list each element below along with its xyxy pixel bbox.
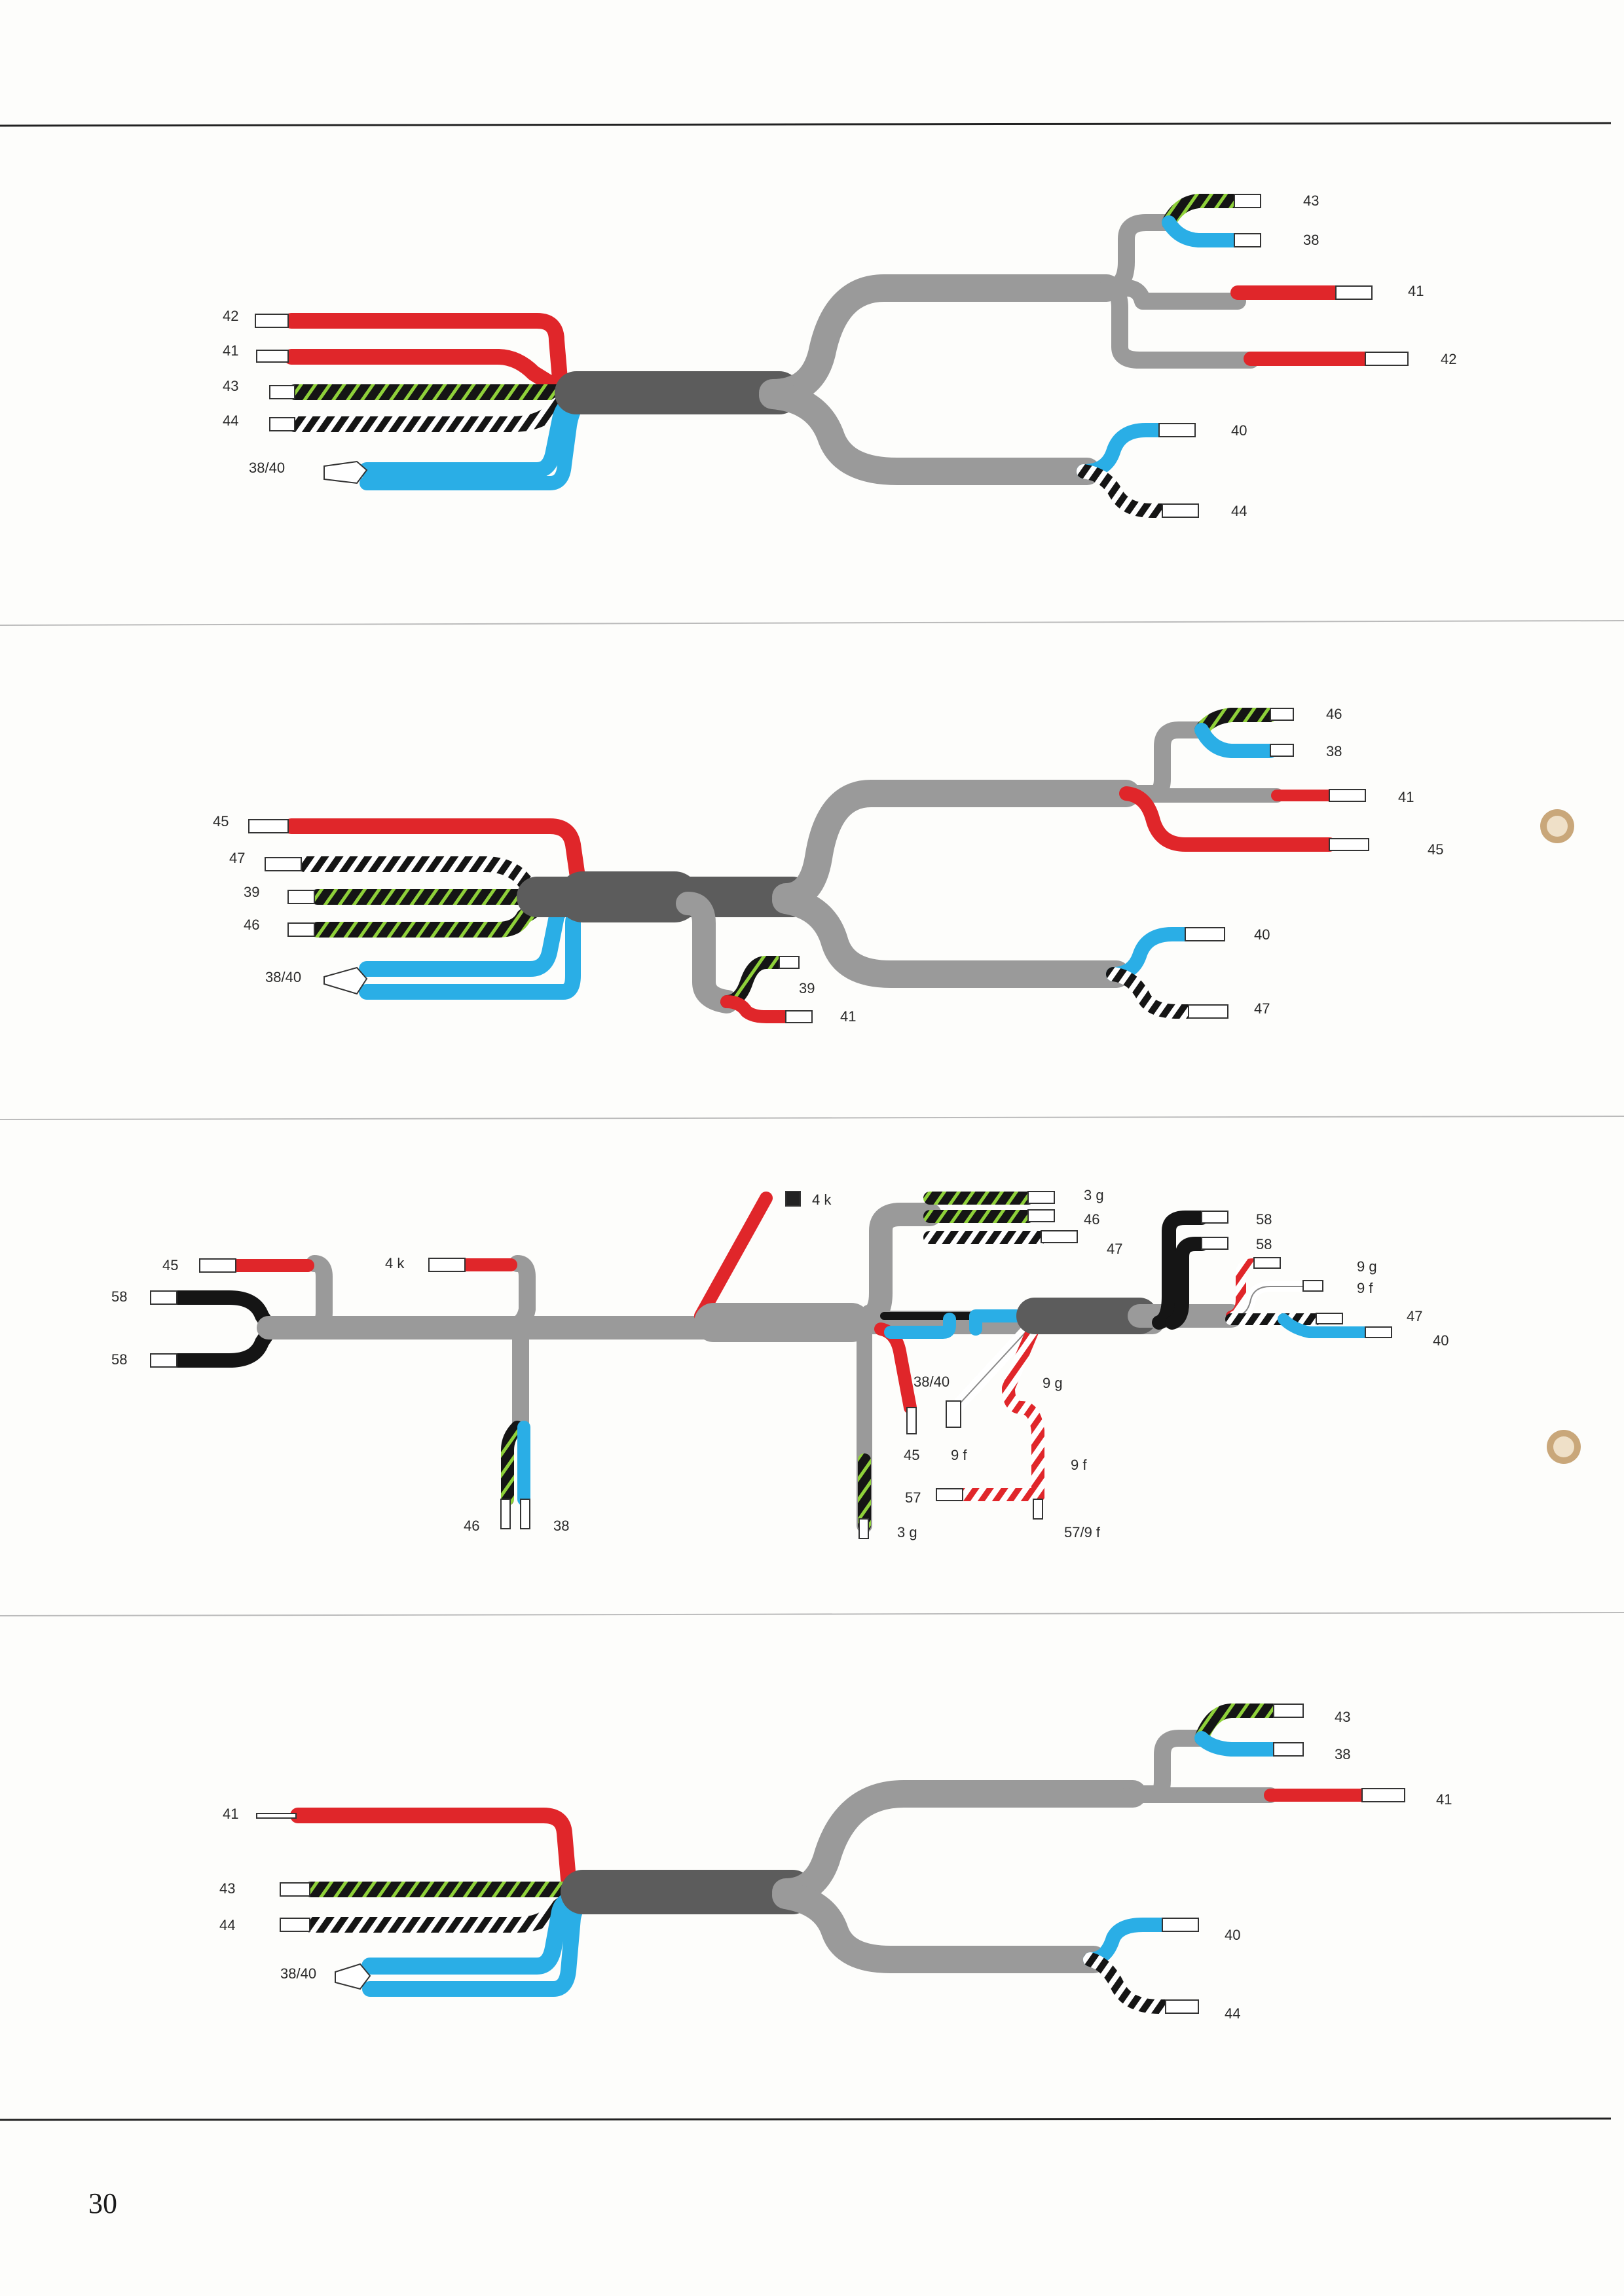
label: 38/40	[913, 1374, 950, 1390]
label: 9 f	[1071, 1457, 1087, 1473]
label: 40	[1231, 422, 1247, 439]
label: 45	[1428, 841, 1443, 858]
label: 58	[111, 1351, 127, 1368]
separator-rules	[0, 122, 1624, 2121]
label: 38	[1335, 1746, 1350, 1762]
label: 39	[799, 980, 815, 996]
label: 38	[1303, 232, 1319, 248]
label: 38/40	[265, 969, 301, 985]
harness-diagram-2: 45 47 39 46 38/40 46 38 41 45 40 47 39 4…	[213, 706, 1443, 1025]
label: 45	[162, 1257, 178, 1273]
label: 46	[1326, 706, 1342, 722]
label: 42	[1441, 351, 1456, 367]
label: 40	[1254, 926, 1270, 943]
label: 44	[223, 412, 238, 429]
harness-diagram-3: 45 58 58 4 k 4 k 46 38 3 g 46 47 58 58 9…	[111, 1187, 1449, 1540]
label: 57	[905, 1489, 921, 1506]
label: 46	[464, 1518, 479, 1534]
label: 38	[1326, 743, 1342, 759]
label: 9 f	[951, 1447, 967, 1463]
label: 41	[223, 342, 238, 359]
label: 47	[1407, 1308, 1422, 1324]
harness-diagram-4: 41 43 44 38/40 43 38 41 40 44	[219, 1704, 1452, 2022]
label: 40	[1225, 1927, 1240, 1943]
label: 3 g	[897, 1524, 917, 1540]
label: 43	[1335, 1709, 1350, 1725]
label: 43	[1303, 192, 1319, 209]
label: 45	[904, 1447, 919, 1463]
label: 42	[223, 308, 238, 324]
label: 43	[219, 1880, 235, 1897]
label: 38/40	[280, 1965, 316, 1982]
label: 38/40	[249, 460, 285, 476]
label: 46	[244, 917, 259, 933]
label: 9 g	[1043, 1375, 1063, 1391]
label: 44	[1231, 503, 1247, 519]
label: 43	[223, 378, 238, 394]
harness-diagram-1: 42 41 43 44 38/40 43 38 41 42 40 44	[223, 192, 1456, 519]
label: 41	[1398, 789, 1414, 805]
label: 39	[244, 884, 259, 900]
label: 45	[213, 813, 229, 829]
label: 58	[111, 1288, 127, 1305]
label: 41	[840, 1008, 856, 1025]
label: 44	[1225, 2005, 1240, 2022]
label: 57/9 f	[1064, 1524, 1101, 1540]
label: 47	[1254, 1000, 1270, 1017]
label: 41	[1436, 1791, 1452, 1808]
label: 40	[1433, 1332, 1449, 1349]
label: 4 k	[812, 1192, 832, 1208]
page-number: 30	[88, 2187, 117, 2219]
label: 58	[1256, 1211, 1272, 1228]
label: 3 g	[1084, 1187, 1104, 1203]
label: 46	[1084, 1211, 1099, 1228]
label: 58	[1256, 1236, 1272, 1252]
label: 47	[1107, 1241, 1122, 1257]
label: 44	[219, 1917, 235, 1933]
label: 4 k	[385, 1255, 405, 1271]
label: 9 g	[1357, 1258, 1377, 1275]
label: 38	[553, 1518, 569, 1534]
label: 9 f	[1357, 1280, 1373, 1296]
label: 41	[1408, 283, 1424, 299]
label: 41	[223, 1806, 238, 1822]
label: 47	[229, 850, 245, 866]
